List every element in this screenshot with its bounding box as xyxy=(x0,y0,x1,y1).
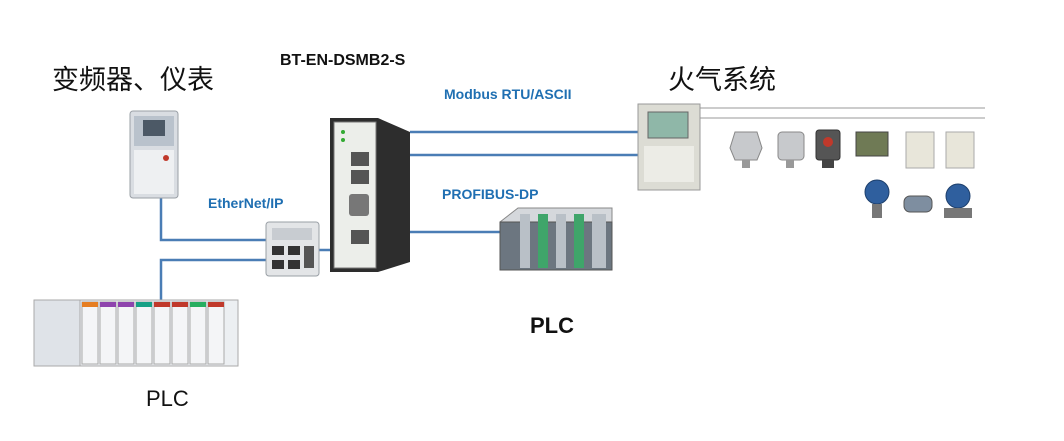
plc-siemens-label: PLC xyxy=(530,313,574,338)
vfd-instruments-label: 变频器、仪表 xyxy=(52,65,214,96)
plc-ab-label: PLC xyxy=(146,386,189,411)
ab-plc-to-switch-link xyxy=(159,258,268,300)
ethernet-ip-label: EtherNet/IP xyxy=(208,195,284,211)
gas-detector-icon xyxy=(729,129,975,218)
ethernet-switch-icon xyxy=(265,221,320,277)
vfd-drive-icon xyxy=(129,110,179,199)
vfd-to-switch-link xyxy=(159,198,268,242)
modbus-label: Modbus RTU/ASCII xyxy=(444,86,572,102)
gateway-model-label: BT-EN-DSMB2-S xyxy=(280,52,406,69)
fire-gas-system-label: 火气系统 xyxy=(668,65,776,96)
fire-alarm-panel-icon xyxy=(637,103,701,191)
profibus-label: PROFIBUS-DP xyxy=(442,186,539,202)
connection-lines xyxy=(159,130,640,300)
gateway-icon xyxy=(330,118,410,272)
siemens-plc-icon xyxy=(499,207,613,271)
detector-bus xyxy=(700,107,985,119)
ab-plc-rack-icon xyxy=(33,299,239,367)
